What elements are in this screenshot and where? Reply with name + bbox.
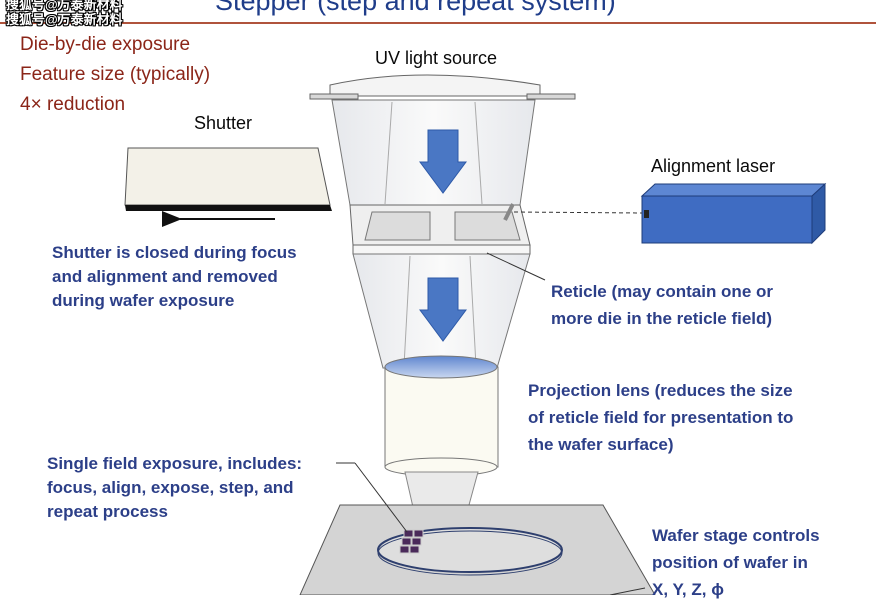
- shutter-label: Shutter: [194, 113, 253, 133]
- wafer-stage-callout-line: [609, 587, 646, 595]
- title-divider: [0, 22, 876, 24]
- single-field-note-line: Single field exposure, includes:: [47, 454, 303, 473]
- feature-die-by-die: Die-by-die exposure: [20, 34, 191, 55]
- watermark: 搜狐号@万泰新材料: [6, 12, 123, 27]
- laser-beam: [513, 211, 643, 214]
- light-arrow-upper: [419, 129, 467, 194]
- projection-lens-note-line: of reticle field for presentation to: [528, 408, 794, 427]
- uv-light-source-label: UV light source: [375, 48, 498, 68]
- reticle-callout-line: [486, 252, 546, 281]
- shutter-note-line: during wafer exposure: [52, 291, 235, 310]
- light-arrow-lower: [419, 277, 467, 342]
- wafer-stage-note-line: X, Y, Z, ϕ: [652, 580, 724, 599]
- page-title: Stepper (step and repeat system): [215, 0, 616, 16]
- reticle-note-line: Reticle (may contain one or: [551, 282, 773, 301]
- feature-size: Feature size (typically): [20, 64, 211, 85]
- projection-lens-note-line: Projection lens (reduces the size: [528, 381, 793, 400]
- wafer-stage: [299, 504, 656, 595]
- reticle-plate: [349, 203, 531, 255]
- projection-lens-note-line: the wafer surface): [528, 435, 674, 454]
- projection-lens-note: Projection lens (reduces the size of ret…: [528, 377, 793, 458]
- wafer-stage-note-line: position of wafer in: [652, 553, 808, 572]
- single-field-callout-line: [354, 462, 408, 533]
- single-field-note: Single field exposure, includes: focus, …: [47, 452, 302, 524]
- alignment-laser-box: [640, 182, 827, 245]
- shutter-plate: [124, 147, 332, 211]
- reticle-note-line: more die in the reticle field): [551, 309, 773, 328]
- single-field-note-line: focus, align, expose, step, and: [47, 478, 294, 497]
- wafer-stage-note-line: Wafer stage controls: [652, 526, 820, 545]
- projection-lens: [384, 355, 499, 477]
- shutter-note-line: and alignment and removed: [52, 267, 278, 286]
- wafer-stage-note: Wafer stage controls position of wafer i…: [652, 522, 820, 603]
- feature-reduction: 4× reduction: [20, 94, 126, 115]
- shutter-note-line: Shutter is closed during focus: [52, 243, 297, 262]
- alignment-laser-label: Alignment laser: [651, 156, 776, 176]
- uv-lamp-housing: [309, 74, 576, 100]
- shutter-note: Shutter is closed during focus and align…: [52, 241, 297, 313]
- exposed-die-fields: [399, 529, 424, 554]
- reticle-note: Reticle (may contain one or more die in …: [551, 278, 773, 332]
- single-field-note-line: repeat process: [47, 502, 168, 521]
- watermark-top: 搜狐号@万泰新材料: [6, 0, 123, 12]
